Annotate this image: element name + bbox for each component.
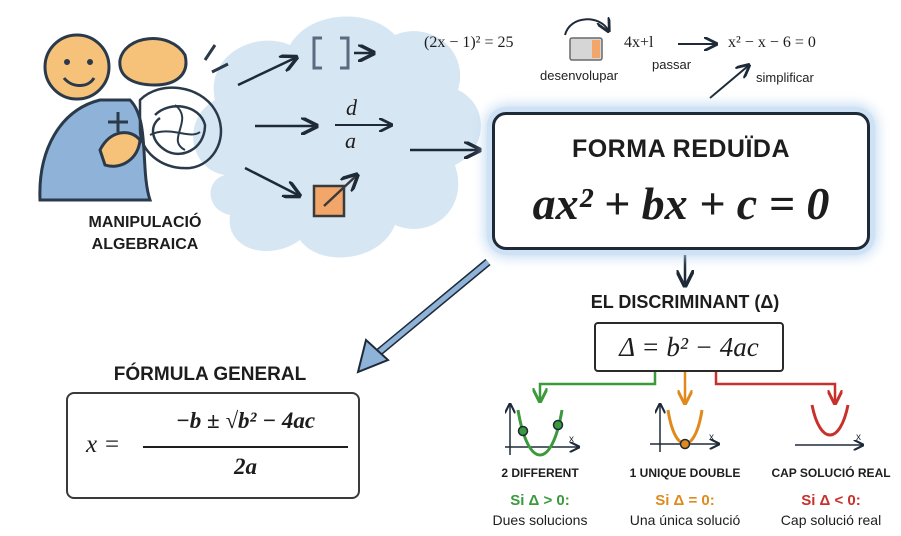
- reduced-form-title: FORMA REDUÏDA: [571, 135, 791, 163]
- reduced-form-box: FORMA REDUÏDA ax² + bx + c = 0: [492, 112, 870, 250]
- reduced-form-formula: ax² + bx + c = 0: [532, 178, 830, 229]
- manipulation-title: MANIPULACIÓ ALGEBRAICA: [45, 212, 245, 256]
- discriminant-formula-box: Δ = b² − 4ac: [594, 322, 784, 372]
- case-positive-condition: Si Δ > 0:: [510, 492, 570, 509]
- axis-x-label: x: [569, 434, 574, 445]
- graph-two-roots: x: [505, 405, 578, 457]
- manipulation-title-line1: MANIPULACIÓ: [88, 214, 202, 231]
- axis-x-label: x: [709, 432, 714, 443]
- axis-x-label: x: [856, 432, 861, 443]
- step-label-expand: desenvolupar: [540, 68, 619, 83]
- case-negative-description: Cap solució real: [780, 512, 882, 528]
- cloud-arrows: [237, 58, 315, 195]
- general-formula-title: FÓRMULA GENERAL: [113, 364, 307, 385]
- case-zero-condition: Si Δ = 0:: [655, 492, 715, 509]
- intermediate-expression: 4x+l: [624, 34, 654, 51]
- step-label-move: passar: [652, 57, 692, 72]
- case-negative-name: CAP SOLUCIÓ REAL: [771, 466, 891, 480]
- fraction-numerator: d: [346, 95, 357, 120]
- top-flow-arrows: [564, 19, 748, 99]
- discriminant-title: EL DISCRIMINANT (Δ): [590, 292, 780, 312]
- step-label-simplify: simplificar: [756, 70, 814, 85]
- expand-square-icon: [312, 176, 356, 218]
- end-expression: x² − x − 6 = 0: [728, 34, 816, 51]
- person-illustration: [38, 33, 229, 202]
- case-zero-name: 1 UNIQUE DOUBLE: [629, 466, 741, 480]
- manipulation-title-line2: ALGEBRAICA: [91, 236, 199, 253]
- fraction-denominator: a: [345, 128, 356, 153]
- general-formula-fraction-line: [143, 446, 348, 448]
- case-positive-name: 2 DIFFERENT: [501, 466, 579, 480]
- general-formula-box: x = −b ± √b² − 4ac 2a: [66, 392, 360, 499]
- general-formula-denominator: 2a: [234, 454, 257, 479]
- thought-cloud: [193, 16, 481, 258]
- root-point: [552, 419, 564, 431]
- branch-arrow-positive: [540, 370, 657, 400]
- case-zero-description: Una única solució: [629, 512, 741, 528]
- discriminant-formula: Δ = b² − 4ac: [619, 331, 759, 362]
- reduced-to-general-arrow: [356, 258, 491, 374]
- root-point: [517, 425, 529, 437]
- case-negative-condition: Si Δ < 0:: [801, 492, 861, 509]
- case-positive-description: Dues solucions: [492, 512, 588, 528]
- graph-no-roots: x: [795, 404, 862, 445]
- general-formula-numerator: −b ± √b² − 4ac: [175, 408, 316, 433]
- branch-arrow-negative: [714, 370, 835, 402]
- general-formula-lhs: x =: [86, 431, 121, 458]
- brackets-icon: [312, 36, 372, 70]
- graph-double-root: x: [650, 405, 718, 452]
- start-expression: (2x − 1)² = 25: [424, 34, 514, 51]
- root-point: [679, 438, 691, 450]
